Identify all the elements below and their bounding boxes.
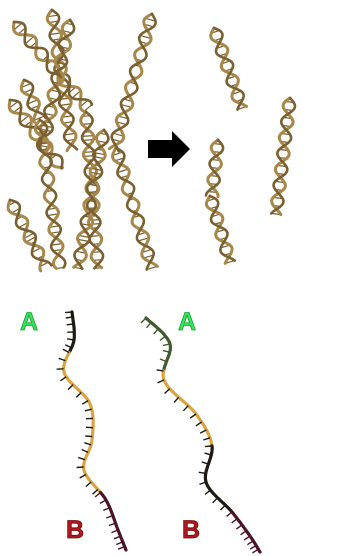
label-a-left: A	[20, 308, 38, 336]
base-tick	[77, 467, 84, 468]
base-tick	[85, 436, 92, 437]
base-tick	[67, 324, 74, 325]
label-b-right: B	[182, 516, 200, 544]
base-pair-rung	[82, 136, 94, 137]
label-a-right: A	[178, 308, 196, 336]
base-tick	[205, 446, 212, 447]
base-tick	[65, 312, 72, 313]
base-tick	[157, 370, 164, 371]
label-b-left: B	[66, 516, 84, 544]
base-tick	[199, 472, 206, 473]
